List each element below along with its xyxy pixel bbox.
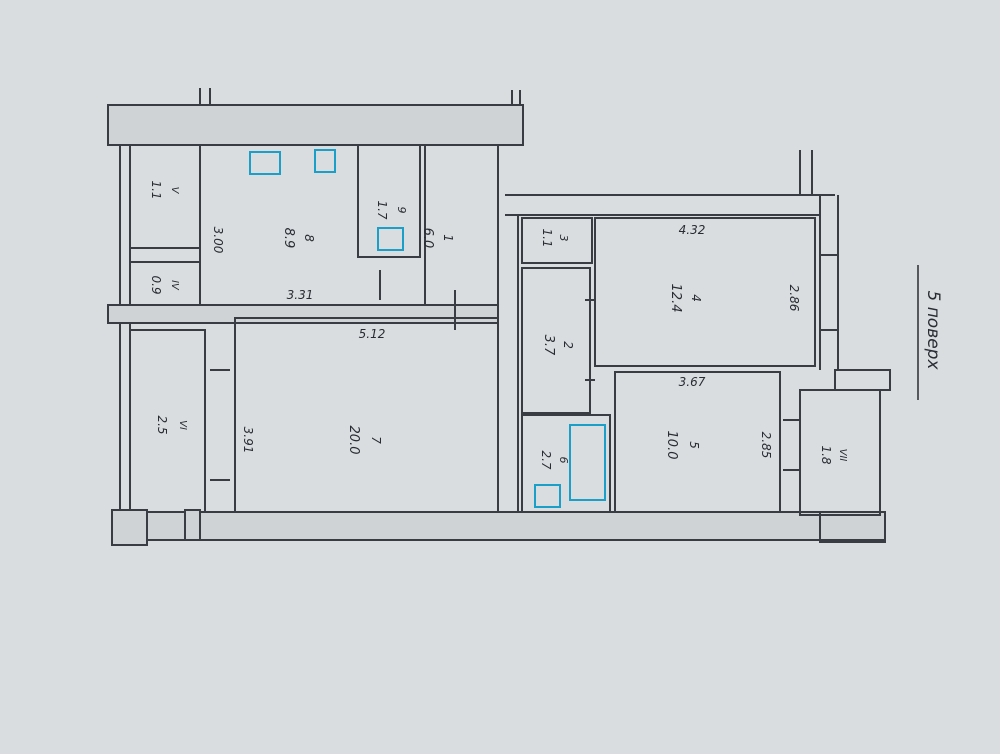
room-label-VII: VII bbox=[837, 449, 848, 462]
room-label-5: 5 bbox=[687, 441, 701, 449]
dimension-labels: 4.32 2.86 3.67 2.85 3.31 5.12 3.91 3.00 bbox=[211, 223, 801, 458]
dimension-3-00: 3.00 bbox=[211, 227, 225, 254]
room-label-6: 6 bbox=[557, 457, 570, 464]
stove-icon bbox=[249, 151, 281, 175]
dimension-3-67: 3.67 bbox=[679, 375, 706, 389]
floor-label: 5 поверх bbox=[923, 290, 943, 370]
room-label-4: 4 bbox=[689, 294, 703, 302]
washbasin-icon bbox=[534, 484, 561, 508]
room-area-6: 2.7 bbox=[539, 450, 553, 469]
room-label-2: 2 bbox=[561, 341, 575, 349]
dimension-4-32: 4.32 bbox=[679, 223, 706, 237]
walls bbox=[107, 88, 891, 546]
bathtub-icon bbox=[569, 424, 606, 501]
room-label-V: V bbox=[169, 187, 180, 195]
room-area-2: 3.7 bbox=[541, 335, 556, 356]
room-area-9: 1.7 bbox=[375, 200, 389, 219]
toilet-icon bbox=[377, 227, 404, 251]
sink-icon bbox=[314, 149, 336, 173]
room-label-1: 1 bbox=[441, 234, 455, 242]
fixtures bbox=[249, 149, 606, 508]
room-area-3: 1.1 bbox=[540, 228, 554, 247]
room-area-7: 20.0 bbox=[346, 426, 361, 455]
room-area-VII: 1.8 bbox=[819, 445, 833, 464]
room-area-IV: 0.9 bbox=[149, 275, 163, 294]
dimension-2-85: 2.85 bbox=[759, 432, 773, 459]
room-label-8: 8 bbox=[302, 234, 316, 242]
dimension-5-12: 5.12 bbox=[359, 327, 386, 341]
room-area-4: 12.4 bbox=[668, 284, 683, 313]
room-label-9: 9 bbox=[395, 207, 408, 214]
room-label-3: 3 bbox=[557, 235, 570, 242]
room-area-5: 10.0 bbox=[664, 431, 679, 460]
dimension-2-86: 2.86 bbox=[787, 285, 801, 312]
room-label-IV: IV bbox=[169, 280, 180, 291]
room-label-VI: VI bbox=[177, 420, 188, 430]
dimension-3-91: 3.91 bbox=[241, 427, 255, 454]
room-area-1: 6.0 bbox=[420, 228, 435, 249]
dimension-3-31: 3.31 bbox=[287, 288, 314, 302]
room-area-V: 1.1 bbox=[149, 180, 163, 199]
room-labels: 1 6.0 2 3.7 3 1.1 4 12.4 5 10.0 6 2.7 7 … bbox=[149, 180, 848, 469]
room-area-8: 8.9 bbox=[281, 228, 296, 249]
room-area-VI: 2.5 bbox=[155, 415, 169, 434]
room-label-7: 7 bbox=[369, 436, 383, 444]
